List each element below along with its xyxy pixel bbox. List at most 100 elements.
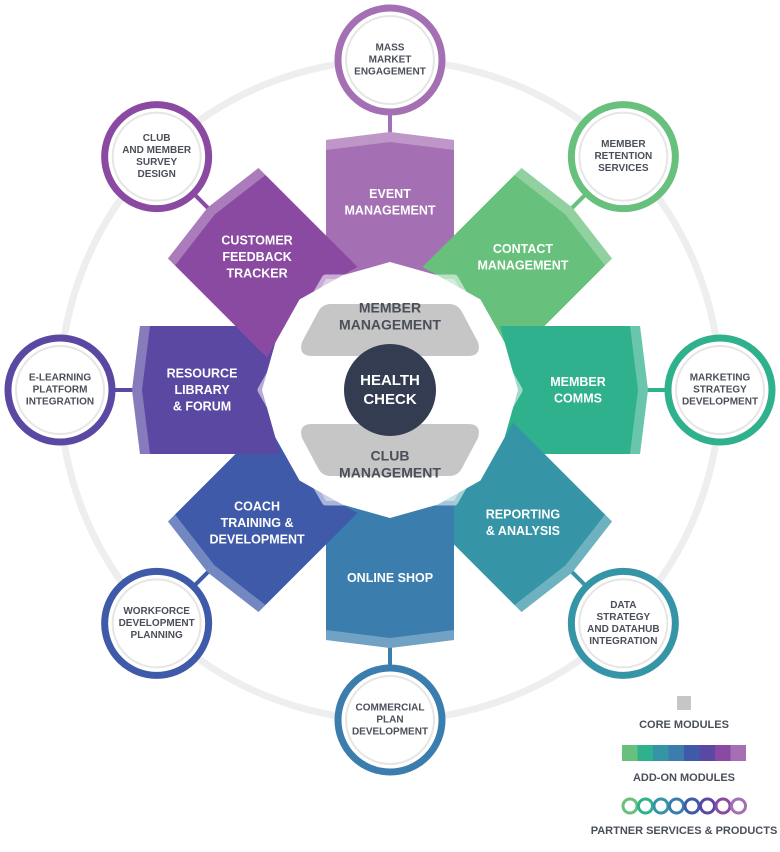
core-member-management-shape [301, 304, 479, 356]
partner-commercial-plan-development-label-line: DEVELOPMENT [352, 727, 428, 738]
legend-add-on-swatch [730, 745, 746, 761]
partner-data-strategy-and-datahub-integration-label-line: INTEGRATION [589, 636, 657, 647]
legend-add-on-swatch [699, 745, 715, 761]
module-event-management-label-line: MANAGEMENT [345, 203, 436, 217]
partner-mass-market-engagement-label-line: ENGAGEMENT [354, 67, 426, 78]
module-customer-feedback-tracker-label: CUSTOMER FEEDBACK TRACKER [221, 234, 292, 281]
module-coach-training-and-development-shape [168, 422, 358, 612]
module-resource-library-and-forum-label-line: LIBRARY [174, 383, 230, 397]
health-check-label-line: HEALTH [360, 372, 420, 389]
module-reporting-and-analysis-label-line: REPORTING [486, 508, 560, 522]
module-resource-library-and-forum-shape [132, 326, 280, 454]
module-resource-library-and-forum-label-line: RESOURCE [167, 367, 238, 381]
legend-partner-swatch [714, 797, 732, 815]
module-reporting-and-analysis-rim [514, 514, 612, 612]
partner-data-strategy-and-datahub-integration-label-line: AND DATAHUB [587, 624, 659, 635]
legend-add-on-swatch [653, 745, 669, 761]
module-contact-management[interactable]: CONTACT MANAGEMENT [422, 168, 613, 358]
partner-member-retention-services-connector [568, 193, 587, 212]
partner-mass-market-engagement-inner-ring [345, 15, 435, 105]
partner-marketing-strategy-development-inner-ring [675, 345, 765, 435]
health-check-circle [344, 344, 436, 436]
partner-member-retention-services-label-line: RETENTION [594, 151, 652, 162]
module-customer-feedback-tracker[interactable]: CUSTOMER FEEDBACK TRACKER [168, 168, 358, 358]
module-reporting-and-analysis-label-line: & ANALYSIS [486, 524, 560, 538]
module-contact-management-label-line: CONTACT [493, 242, 554, 256]
module-customer-feedback-tracker-label-line: TRACKER [227, 267, 288, 281]
partner-member-retention-services-label-line: MEMBER [601, 139, 646, 150]
module-online-shop-rim [326, 630, 454, 648]
partner-club-and-member-survey-design-connector [193, 193, 212, 212]
legend-add-on-swatch [684, 745, 700, 761]
module-contact-management-shape [422, 168, 612, 358]
legend-partner-label: PARTNER SERVICES & PRODUCTS [591, 825, 778, 837]
legend-partner-swatch [683, 797, 701, 815]
module-resource-library-and-forum-rim [132, 326, 150, 454]
partner-workforce-development-planning-inner-ring [111, 578, 202, 669]
partner-marketing-strategy-development-label-line: DEVELOPMENT [682, 397, 758, 408]
legend-core-swatch [677, 696, 691, 710]
module-member-comms-shape [500, 326, 648, 454]
module-reporting-and-analysis[interactable]: REPORTING & ANALYSIS [422, 422, 613, 613]
legend-core-label: CORE MODULES [639, 719, 729, 731]
partner-member-retention-services-label-line: SERVICES [598, 163, 649, 174]
module-member-comms-label-line: MEMBER [550, 375, 606, 389]
legend-add-on-swatch [622, 745, 638, 761]
partner-data-strategy-and-datahub-integration-label-line: DATA [610, 600, 636, 611]
partner-club-and-member-survey-design-inner-ring [111, 111, 202, 202]
partner-e-learning-platform-integration-inner-ring [15, 345, 105, 435]
module-contact-management-label: CONTACT MANAGEMENT [477, 242, 568, 273]
partner-club-and-member-survey-design-label-line: AND MEMBER [122, 145, 192, 156]
module-online-shop-label: ONLINE SHOP [347, 571, 433, 585]
core-member-management-label-line: MANAGEMENT [339, 317, 441, 333]
module-event-management-label: EVENT MANAGEMENT [345, 187, 436, 218]
module-customer-feedback-tracker-shape [168, 168, 358, 358]
module-event-management[interactable]: EVENT MANAGEMENT [326, 132, 454, 280]
partner-workforce-development-planning-label-line: DEVELOPMENT [119, 618, 195, 629]
legend-partner-swatch [637, 797, 654, 815]
legend-add-on-swatch [715, 745, 731, 761]
module-online-shop-shape [326, 500, 454, 648]
module-customer-feedback-tracker-label-line: FEEDBACK [222, 250, 291, 264]
legend-partner-swatch [652, 797, 670, 815]
module-coach-training-and-development-label-line: COACH [234, 499, 280, 513]
partner-member-retention-services-inner-ring [578, 111, 669, 202]
module-online-shop[interactable]: ONLINE SHOP [326, 500, 454, 648]
partner-workforce-development-planning-label-line: PLANNING [131, 630, 183, 641]
module-contact-management-rim [514, 168, 612, 266]
module-customer-feedback-tracker-label-line: CUSTOMER [221, 234, 292, 248]
partner-mass-market-engagement-label-line: MARKET [369, 55, 412, 66]
core-club-management-shape [301, 424, 479, 476]
partner-marketing-strategy-development-label-line: MARKETING [690, 373, 751, 384]
partner-workforce-development-planning-label-line: WORKFORCE [123, 606, 190, 617]
module-online-shop-label-line: ONLINE SHOP [347, 571, 433, 585]
module-event-management-label-line: EVENT [369, 187, 411, 201]
module-coach-training-and-development-label-line: DEVELOPMENT [209, 532, 305, 546]
module-contact-management-label-line: MANAGEMENT [477, 258, 568, 272]
